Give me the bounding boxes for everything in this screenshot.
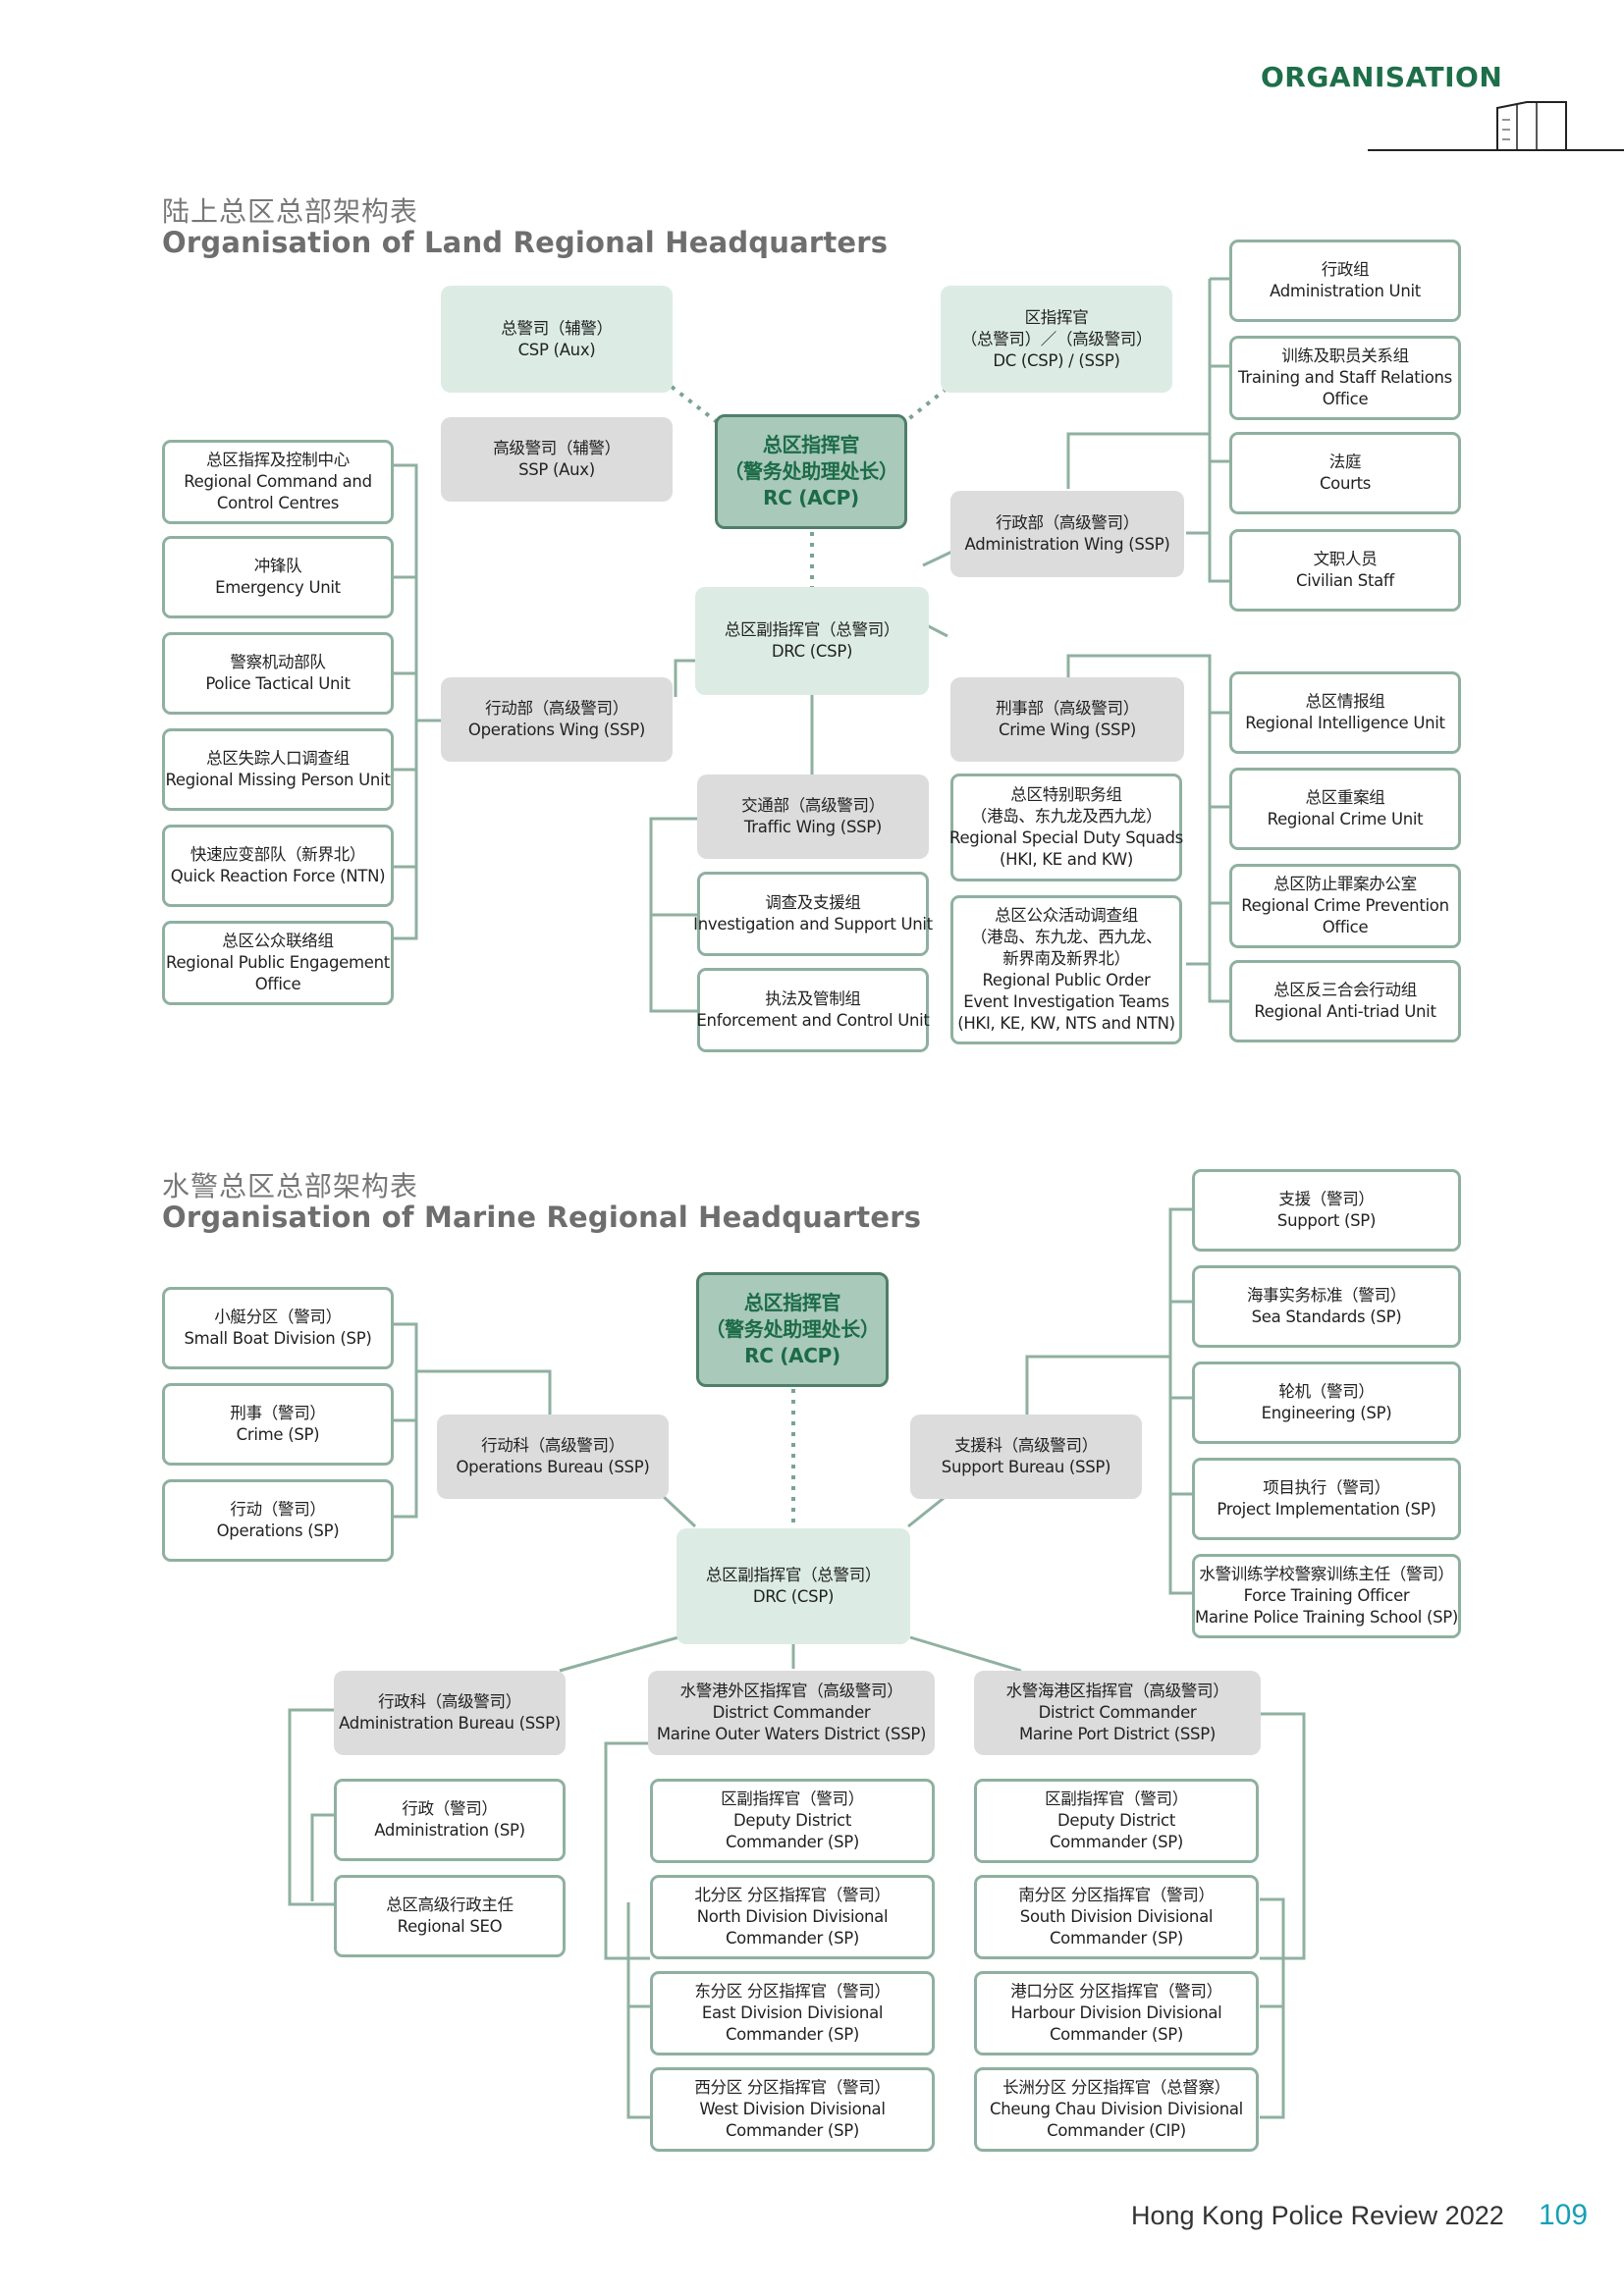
land-riu-node: 总区情报组 Regional Intelligence Unit <box>1229 671 1461 754</box>
land-admin-wing-node: 行政部（高级警司） Administration Wing (SSP) <box>950 491 1184 577</box>
section-header: ORGANISATION <box>1261 61 1503 93</box>
land-rsds-node: 总区特别职务组 （港岛、东九龙及西九龙） Regional Special Du… <box>949 774 1183 881</box>
marine-sea-std-node: 海事实务标准（警司） Sea Standards (SP) <box>1192 1265 1461 1348</box>
marine-harbour-node: 港口分区 分区指挥官（警司） Harbour Division Division… <box>974 1971 1259 2056</box>
land-ssp-aux-node: 高级警司（辅警） SSP (Aux) <box>441 417 673 502</box>
land-rc-node: 总区指挥官 （警务处助理处长） RC (ACP) <box>715 414 907 529</box>
marine-drc-node: 总区副指挥官（总警司） DRC (CSP) <box>677 1528 910 1644</box>
land-rcu-node: 总区重案组 Regional Crime Unit <box>1229 768 1461 850</box>
land-qrf-node: 快速应变部队（新界北） Quick Reaction Force (NTN) <box>162 825 394 907</box>
land-rpeo-node: 总区公众联络组 Regional Public Engagement Offic… <box>162 921 394 1005</box>
land-ops-wing-node: 行动部（高级警司） Operations Wing (SSP) <box>441 677 673 762</box>
marine-admin-bureau-node: 行政科（高级警司） Administration Bureau (SSP) <box>334 1671 566 1755</box>
marine-ddc1-node: 区副指挥官（警司） Deputy District Commander (SP) <box>650 1779 935 1863</box>
marine-sbd-node: 小艇分区（警司） Small Boat Division (SP) <box>162 1287 394 1369</box>
marine-operations-node: 行动（警司） Operations (SP) <box>162 1479 394 1562</box>
page-number: 109 <box>1539 2199 1589 2231</box>
land-training-node: 训练及职员关系组 Training and Staff Relations Of… <box>1229 336 1461 420</box>
marine-support-node: 支援（警司） Support (SP) <box>1192 1169 1461 1252</box>
land-isu-node: 调查及支援组 Investigation and Support Unit <box>693 872 933 956</box>
marine-south-node: 南分区 分区指挥官（警司） South Division Divisional … <box>974 1875 1259 1959</box>
marine-east-node: 东分区 分区指挥官（警司） East Division Divisional C… <box>650 1971 935 2056</box>
marine-north-node: 北分区 分区指挥官（警司） North Division Divisional … <box>650 1875 935 1959</box>
marine-title-cn: 水警总区总部架构表 <box>162 1170 419 1202</box>
land-dc-node: 区指挥官 （总警司）／（高级警司） DC (CSP) / (SSP) <box>941 286 1172 393</box>
land-traffic-wing-node: 交通部（高级警司） Traffic Wing (SSP) <box>697 774 929 859</box>
land-crime-wing-node: 刑事部（高级警司） Crime Wing (SSP) <box>950 677 1184 762</box>
marine-sup-bureau-node: 支援科（高级警司） Support Bureau (SSP) <box>910 1415 1142 1499</box>
land-rccc-node: 总区指挥及控制中心 Regional Command and Control C… <box>162 440 394 524</box>
marine-seo-node: 总区高级行政主任 Regional SEO <box>334 1875 566 1957</box>
land-ratu-node: 总区反三合会行动组 Regional Anti-triad Unit <box>1229 960 1461 1042</box>
land-rcpo-node: 总区防止罪案办公室 Regional Crime Prevention Offi… <box>1229 864 1461 948</box>
land-civilian-node: 文职人员 Civilian Staff <box>1229 529 1461 612</box>
land-rpoeit-node: 总区公众活动调查组 （港岛、东九龙、西九龙、 新界南及新界北） Regional… <box>950 895 1182 1044</box>
land-courts-node: 法庭 Courts <box>1229 432 1461 514</box>
marine-ddc2-node: 区副指挥官（警司） Deputy District Commander (SP) <box>974 1779 1259 1863</box>
land-drc-node: 总区副指挥官（总警司） DRC (CSP) <box>695 587 929 695</box>
marine-title-en: Organisation of Marine Regional Headquar… <box>162 1201 922 1234</box>
marine-cheung-chau-node: 长洲分区 分区指挥官（总督察） Cheung Chau Division Div… <box>974 2067 1259 2152</box>
marine-mowd-node: 水警港外区指挥官（高级警司） District Commander Marine… <box>648 1671 935 1755</box>
marine-crime-node: 刑事（警司） Crime (SP) <box>162 1383 394 1466</box>
land-rmpu-node: 总区失踪人口调查组 Regional Missing Person Unit <box>162 728 394 811</box>
marine-rc-node: 总区指挥官 （警务处助理处长） RC (ACP) <box>696 1272 889 1387</box>
marine-west-node: 西分区 分区指挥官（警司） West Division Divisional C… <box>650 2067 935 2152</box>
marine-project-node: 项目执行（警司） Project Implementation (SP) <box>1192 1458 1461 1540</box>
land-admin-unit-node: 行政组 Administration Unit <box>1229 240 1461 322</box>
land-title-cn: 陆上总区总部架构表 <box>162 195 419 228</box>
land-csp-aux-node: 总警司（辅警） CSP (Aux) <box>441 286 673 393</box>
marine-administration-node: 行政（警司） Administration (SP) <box>334 1779 566 1861</box>
marine-mpd-node: 水警海港区指挥官（高级警司） District Commander Marine… <box>974 1671 1261 1755</box>
land-title-en: Organisation of Land Regional Headquarte… <box>162 226 889 259</box>
footer-publication: Hong Kong Police Review 2022 <box>1131 2201 1504 2230</box>
land-eu-node: 冲锋队 Emergency Unit <box>162 536 394 618</box>
land-ecu-node: 执法及管制组 Enforcement and Control Unit <box>696 968 930 1052</box>
land-ptu-node: 警察机动部队 Police Tactical Unit <box>162 632 394 715</box>
marine-fto-node: 水警训练学校警察训练主任（警司） Force Training Officer … <box>1192 1554 1461 1638</box>
marine-ops-bureau-node: 行动科（高级警司） Operations Bureau (SSP) <box>437 1415 669 1499</box>
marine-engineering-node: 轮机（警司） Engineering (SP) <box>1192 1362 1461 1444</box>
